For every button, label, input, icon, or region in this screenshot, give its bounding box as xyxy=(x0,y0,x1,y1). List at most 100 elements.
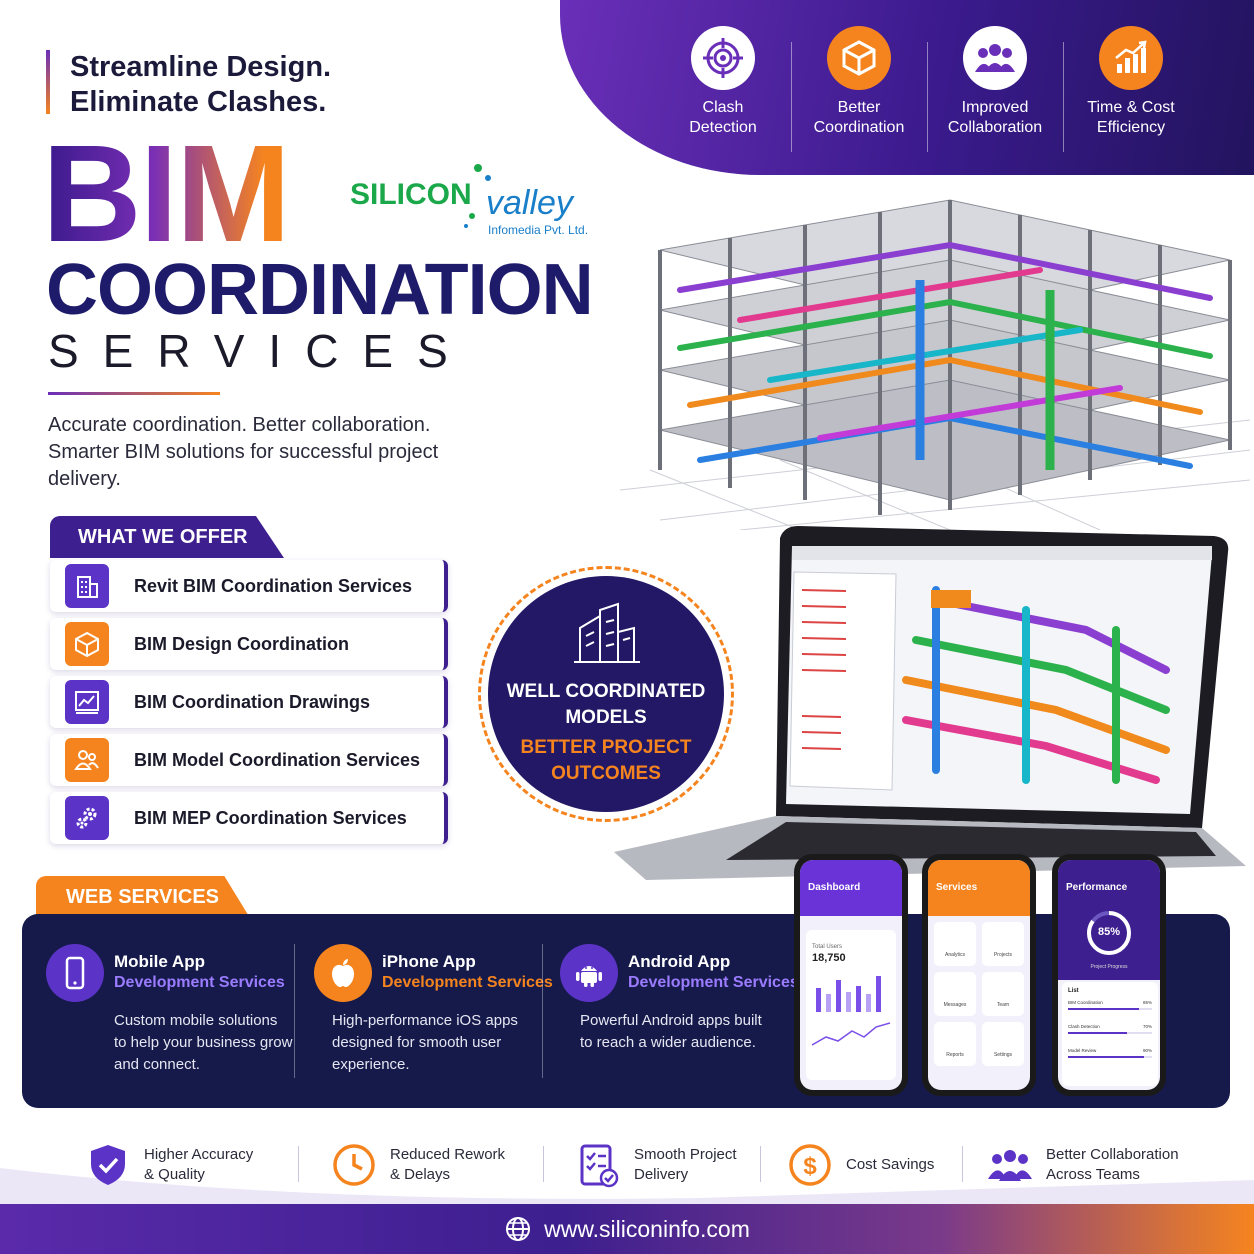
shield-check-icon xyxy=(84,1141,132,1189)
list-row-bar xyxy=(1068,1056,1152,1058)
services-tile[interactable]: Messages xyxy=(934,972,976,1016)
offer-label: BIM Model Coordination Services xyxy=(134,749,421,770)
benefit-divider xyxy=(760,1146,761,1182)
web-card-subtitle: Development Services xyxy=(114,974,285,991)
progress-caption: Project Progress xyxy=(1090,964,1128,970)
benefits-row: Higher Accuracy& Quality Reduced Rework&… xyxy=(0,1130,1254,1200)
offer-label: BIM Design Coordination xyxy=(134,633,349,654)
globe-icon xyxy=(506,1217,531,1241)
apple-icon xyxy=(314,944,372,1002)
building-outline-icon xyxy=(574,602,640,663)
dashboard-value: 18,750 xyxy=(812,952,846,964)
offer-label: BIM MEP Coordination Services xyxy=(134,807,407,828)
offer-list: Revit BIM Coordination Services BIM Desi… xyxy=(50,560,448,850)
dashboard-card: Total Users 18,750 xyxy=(806,930,896,1080)
web-card-description: Powerful Android apps built to reach a w… xyxy=(580,1012,762,1051)
checklist-icon xyxy=(574,1141,622,1189)
performance-header-bg xyxy=(1058,860,1160,980)
offer-item-mep-coordination[interactable]: BIM MEP Coordination Services xyxy=(50,792,448,844)
services-tile[interactable]: Projects xyxy=(982,922,1024,966)
benefit-label: Reduced Rework& Delays xyxy=(390,1146,506,1183)
offer-item-model-coordination[interactable]: BIM Model Coordination Services xyxy=(50,734,448,786)
silicon-valley-logo: SILICON valley Infomedia Pvt. Ltd. xyxy=(350,164,588,237)
offer-label: BIM Coordination Drawings xyxy=(134,691,370,712)
intro-text: Accurate coordination. Better collaborat… xyxy=(48,414,439,490)
services-tile[interactable]: Analytics xyxy=(934,922,976,966)
website-link[interactable]: www.siliconinfo.com xyxy=(544,1215,750,1242)
what-we-offer-tab: WHAT WE OFFER xyxy=(50,516,284,558)
dashboard-bar-chart xyxy=(816,976,881,1012)
list-title: List xyxy=(1068,988,1079,994)
benefit-divider xyxy=(962,1146,963,1182)
svg-text:SILICON: SILICON xyxy=(350,178,472,211)
phone-screen: Services Analytics Projects Messages Tea… xyxy=(928,860,1030,1090)
phone-services: Services Analytics Projects Messages Tea… xyxy=(922,854,1036,1096)
svg-text:$: $ xyxy=(803,1153,817,1180)
benefit-reduced-rework: Reduced Rework& Delays xyxy=(330,1140,505,1190)
web-card-description: High-performance iOS apps designed for s… xyxy=(332,1012,518,1073)
web-card-description: Custom mobile solutions to help your bus… xyxy=(114,1012,293,1073)
target-icon xyxy=(691,26,755,90)
drawing-icon xyxy=(65,680,109,724)
phone-performance: Performance 85% Project Progress List BI… xyxy=(1052,854,1166,1096)
services-tile[interactable]: Reports xyxy=(934,1022,976,1066)
tagline-accent-bar xyxy=(46,50,50,114)
list-row-bar xyxy=(1068,1008,1152,1010)
services-tile[interactable]: Settings xyxy=(982,1022,1024,1066)
progress-ring xyxy=(1087,911,1131,955)
web-card-subtitle: Development Services xyxy=(382,974,553,991)
phone-header: Dashboard xyxy=(800,860,902,916)
dollar-icon: $ xyxy=(786,1141,834,1189)
web-divider xyxy=(294,944,295,1078)
svg-text:valley: valley xyxy=(486,184,575,222)
offer-item-bim-design[interactable]: BIM Design Coordination xyxy=(50,618,448,670)
services-tile[interactable]: Team xyxy=(982,972,1024,1016)
tagline: Streamline Design.Eliminate Clashes. xyxy=(70,51,332,118)
benefit-label: Higher Accuracy& Quality xyxy=(144,1146,254,1183)
web-card-subtitle: Development Services xyxy=(628,974,799,991)
web-card-title: Android App xyxy=(628,952,731,971)
clock-icon xyxy=(330,1141,378,1189)
bottom-swoosh xyxy=(0,1168,1254,1204)
benefit-cost-savings: $ Cost Savings xyxy=(786,1140,934,1190)
benefit-divider xyxy=(543,1146,544,1182)
team-icon xyxy=(986,1141,1034,1189)
headline-coordination: COORDINATION xyxy=(46,250,594,330)
phone-screen: Dashboard Total Users 18,750 xyxy=(800,860,902,1090)
mep-building-illustration xyxy=(620,199,1250,530)
phone-header: Services xyxy=(928,860,1030,916)
headline-bim: BIM xyxy=(42,117,291,271)
android-icon xyxy=(560,944,618,1002)
web-card-title: iPhone App xyxy=(382,952,476,971)
web-card-title: Mobile App xyxy=(114,952,205,971)
phone-dashboard: Dashboard Total Users 18,750 xyxy=(794,854,908,1096)
dashboard-caption: Total Users xyxy=(812,944,843,950)
gears-icon xyxy=(65,796,109,840)
list-row-bar xyxy=(1068,1032,1152,1034)
benefit-divider xyxy=(298,1146,299,1182)
offer-item-revit-bim[interactable]: Revit BIM Coordination Services xyxy=(50,560,448,612)
web-services-panel: Mobile App Development Services Custom m… xyxy=(22,914,1230,1108)
offer-item-coordination-drawings[interactable]: BIM Coordination Drawings xyxy=(50,676,448,728)
headline-services: SERVICES xyxy=(48,325,472,377)
footer-bar: www.siliconinfo.com xyxy=(0,1204,1254,1254)
